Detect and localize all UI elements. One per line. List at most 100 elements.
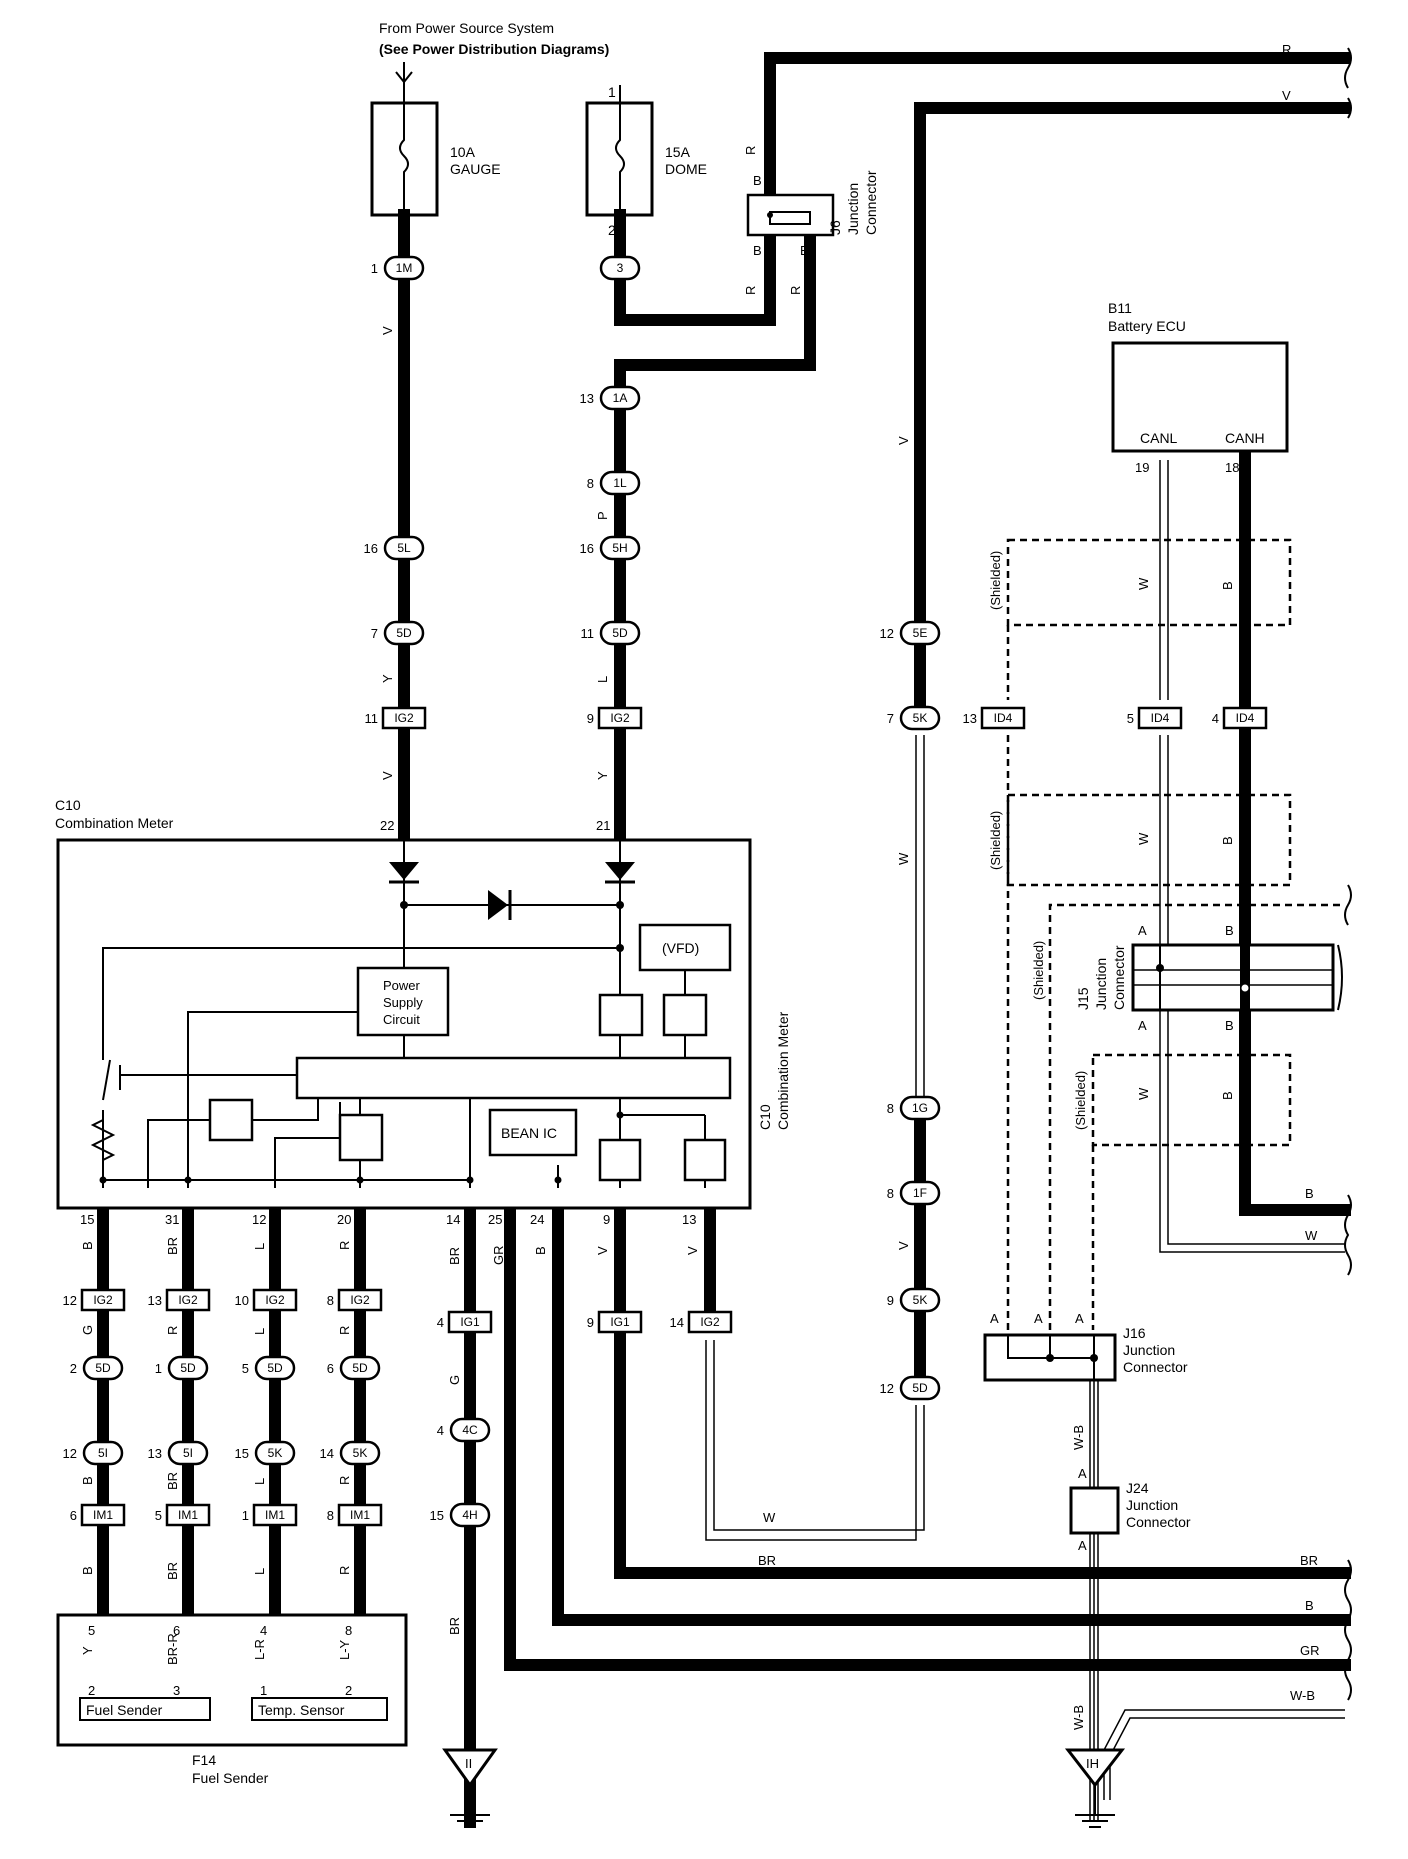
j6-junction-connector: B B B J6 Junction Connector [746, 170, 879, 258]
connector-label: IM1 [265, 1508, 285, 1522]
svg-text:5: 5 [88, 1623, 95, 1638]
connector-pin: 1 [242, 1508, 249, 1523]
j16-junction-connector: A A A J16 Junction Connector [983, 1311, 1188, 1382]
b11-name: Battery ECU [1108, 318, 1186, 334]
svg-text:BR: BR [758, 1553, 776, 1568]
svg-text:B: B [1225, 1018, 1234, 1033]
svg-text:22: 22 [380, 818, 394, 833]
connector-label: IG2 [610, 711, 630, 725]
connector-pin: 6 [327, 1361, 334, 1376]
connector-4c-30: 4C4 [437, 1417, 491, 1443]
connector-pin: 13 [148, 1293, 162, 1308]
ground-ii-label: II [465, 1756, 472, 1771]
svg-text:V: V [380, 771, 395, 780]
j6-name2: Connector [863, 170, 879, 235]
connector-pin: 11 [365, 711, 379, 726]
connector-label: 5L [397, 541, 411, 555]
temp-sensor-label: Temp. Sensor [258, 1702, 345, 1718]
connector-id4-14: ID4 4 [1212, 706, 1268, 730]
svg-text:C10: C10 [757, 1104, 773, 1130]
vfd-box [638, 923, 732, 972]
svg-text:BR: BR [165, 1237, 180, 1255]
c10-id: C10 [55, 797, 81, 813]
connector-5d-28: 5D5 [242, 1355, 296, 1381]
svg-text:6: 6 [173, 1623, 180, 1638]
svg-text:BR-R: BR-R [165, 1633, 180, 1665]
svg-text:20: 20 [337, 1212, 351, 1227]
svg-text:W: W [1136, 832, 1151, 845]
connector-pin: 15 [235, 1446, 249, 1461]
svg-text:BR: BR [447, 1617, 462, 1635]
svg-text:Power: Power [383, 978, 421, 993]
connector-pin: 13 [148, 1446, 162, 1461]
svg-text:14: 14 [446, 1212, 460, 1227]
f14-name: Fuel Sender [192, 1770, 269, 1786]
j24-name2: Connector [1126, 1514, 1191, 1530]
svg-text:W: W [763, 1510, 776, 1525]
connector-label: ID4 [1236, 711, 1255, 725]
svg-text:Y: Y [595, 771, 610, 780]
svg-text:R: R [337, 1326, 352, 1335]
connector-label: IM1 [350, 1508, 370, 1522]
connector-pin: 13 [580, 391, 594, 406]
svg-text:13: 13 [682, 1212, 696, 1227]
connector-pin: 4 [1212, 711, 1219, 726]
svg-text:2: 2 [88, 1683, 95, 1698]
svg-text:19: 19 [1135, 460, 1149, 475]
connector-1g-15: 1G8 [887, 1095, 941, 1121]
svg-text:V: V [595, 1246, 610, 1255]
fuse-dome-pin-bottom: 2 [608, 222, 616, 238]
connector-pin: 1 [371, 261, 378, 276]
svg-text:B: B [80, 1476, 95, 1485]
connector-im1-38: IM1 1 [242, 1503, 298, 1527]
svg-text:L: L [252, 1243, 267, 1250]
fuse-dome: 1 2 15A DOME [585, 84, 707, 238]
connector-pin: 11 [581, 626, 595, 641]
svg-text:G: G [80, 1325, 95, 1335]
shielded-wires [1006, 538, 1345, 1330]
svg-text:R: R [337, 1241, 352, 1250]
fuse-gauge-name: GAUGE [450, 161, 501, 177]
svg-text:B: B [1305, 1186, 1314, 1201]
svg-text:L: L [595, 676, 610, 683]
svg-text:B: B [753, 173, 762, 188]
svg-text:L: L [252, 1478, 267, 1485]
connector-pin: 13 [963, 711, 977, 726]
connector-label: IG2 [178, 1293, 198, 1307]
j24-name: Junction [1126, 1497, 1178, 1513]
connector-pin: 4 [437, 1423, 444, 1438]
connector-label: 1G [912, 1101, 928, 1115]
svg-text:9: 9 [603, 1212, 610, 1227]
connector-pin: 16 [580, 541, 594, 556]
ground-ih-label: IH [1086, 1756, 1099, 1771]
svg-text:R: R [165, 1326, 180, 1335]
connector-pin: 14 [670, 1315, 684, 1330]
j16-name: Junction [1123, 1342, 1175, 1358]
svg-text:21: 21 [596, 818, 610, 833]
connector-label: IG1 [610, 1315, 630, 1329]
b11-battery-ecu: B11 Battery ECU CANL CANH 19 18 [1108, 300, 1289, 475]
svg-text:G: G [447, 1375, 462, 1385]
fuse-gauge-amp: 10A [450, 144, 476, 160]
connector-label: 5D [180, 1361, 196, 1375]
connector-label: 5D [396, 626, 412, 640]
svg-text:L-R: L-R [252, 1639, 267, 1660]
connector-label: 5D [352, 1361, 368, 1375]
connector-pin: 9 [587, 1315, 594, 1330]
resistor-icon [90, 1110, 116, 1175]
svg-text:L-Y: L-Y [337, 1639, 352, 1660]
svg-text:GR: GR [1300, 1643, 1320, 1658]
svg-text:B: B [1225, 923, 1234, 938]
diode-gauge-icon [389, 862, 419, 884]
svg-text:BR: BR [165, 1472, 180, 1490]
connector-3-1: 3 [599, 255, 641, 281]
connector-pin: 8 [327, 1508, 334, 1523]
svg-text:Combination Meter: Combination Meter [775, 1011, 791, 1130]
connector-pin: 9 [587, 711, 594, 726]
